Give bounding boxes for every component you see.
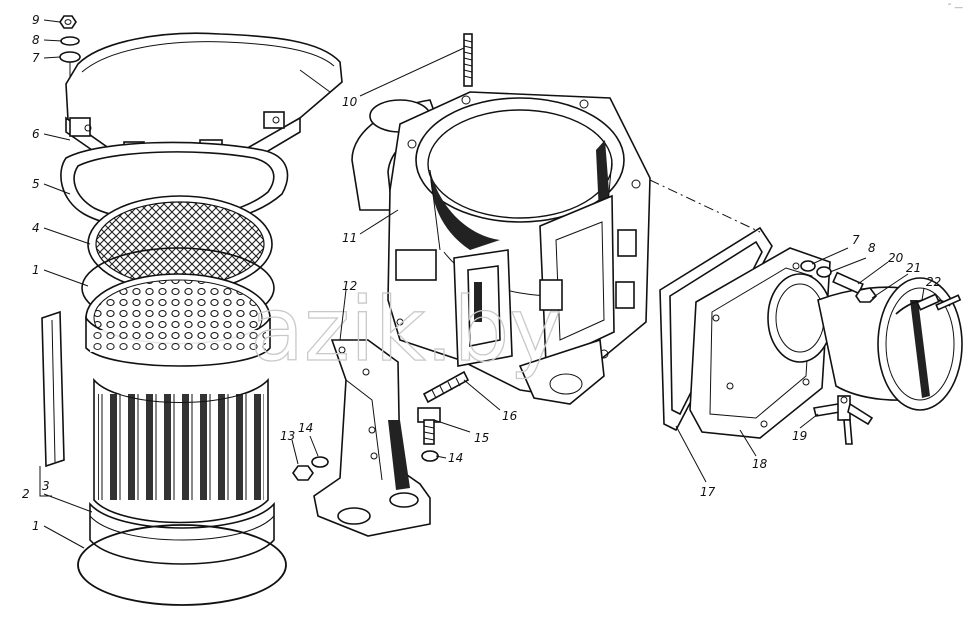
filter-element-part (89, 377, 275, 565)
callout-4: 4 (32, 221, 40, 235)
callout-16: 16 (502, 409, 518, 423)
callout-6: 6 (32, 127, 40, 141)
nut-9-part (59, 15, 77, 29)
callout-22: 22 (926, 275, 941, 289)
callout-7: 7 (32, 51, 40, 65)
callout-8-right: 8 (868, 241, 876, 255)
callout-1-upper: 1 (32, 263, 40, 277)
filter-assembly (39, 15, 343, 606)
callout-21: 21 (906, 261, 921, 275)
hose-21-part (817, 277, 963, 411)
nut-13-part (292, 465, 314, 481)
seal-ring-lower-part (77, 524, 287, 606)
callout-14-left: 14 (298, 421, 313, 435)
stud-16-part (422, 370, 470, 404)
bolt-15-part (417, 407, 441, 445)
rod-3-part (41, 310, 65, 468)
perforated-disc-part (85, 273, 271, 367)
leader-lines (43, 19, 925, 549)
clamp-22-part (895, 293, 962, 315)
washer-8b-part (816, 266, 832, 278)
callout-14-right: 14 (448, 451, 463, 465)
callout-13: 13 (280, 429, 295, 443)
fitting-19-part (813, 395, 874, 445)
callout-5: 5 (32, 177, 40, 191)
washer-14-part (311, 456, 329, 468)
corner-mark: ″ — (948, 3, 963, 13)
callout-1-lower: 1 (32, 519, 40, 533)
callout-17: 17 (700, 485, 716, 499)
bolt-20-part (832, 271, 878, 303)
callout-20: 20 (888, 251, 904, 265)
callout-15: 15 (474, 431, 489, 445)
callout-3: 3 (42, 479, 50, 493)
callout-12: 12 (342, 279, 357, 293)
callout-11: 11 (342, 231, 357, 245)
callout-2: 2 (22, 487, 30, 501)
washer-14b-part (421, 450, 439, 462)
stud-10-part (463, 33, 473, 87)
callout-7-right: 7 (852, 233, 860, 247)
housing-11-part (351, 33, 651, 405)
callout-9: 9 (32, 13, 40, 27)
callout-18: 18 (752, 457, 768, 471)
washer-7-part (59, 51, 81, 63)
watermark-text: azik.by (250, 278, 561, 381)
callout-8: 8 (32, 33, 40, 47)
callout-19: 19 (792, 429, 807, 443)
washer-7b-part (800, 260, 816, 272)
bracket-12-part (313, 339, 431, 537)
washer-8-part (60, 36, 80, 46)
callout-labels: 9 8 7 6 5 4 1 2 3 1 10 11 12 13 14 14 15… (22, 13, 941, 533)
callout-10: 10 (342, 95, 358, 109)
mesh-screen-4-part (87, 195, 273, 293)
